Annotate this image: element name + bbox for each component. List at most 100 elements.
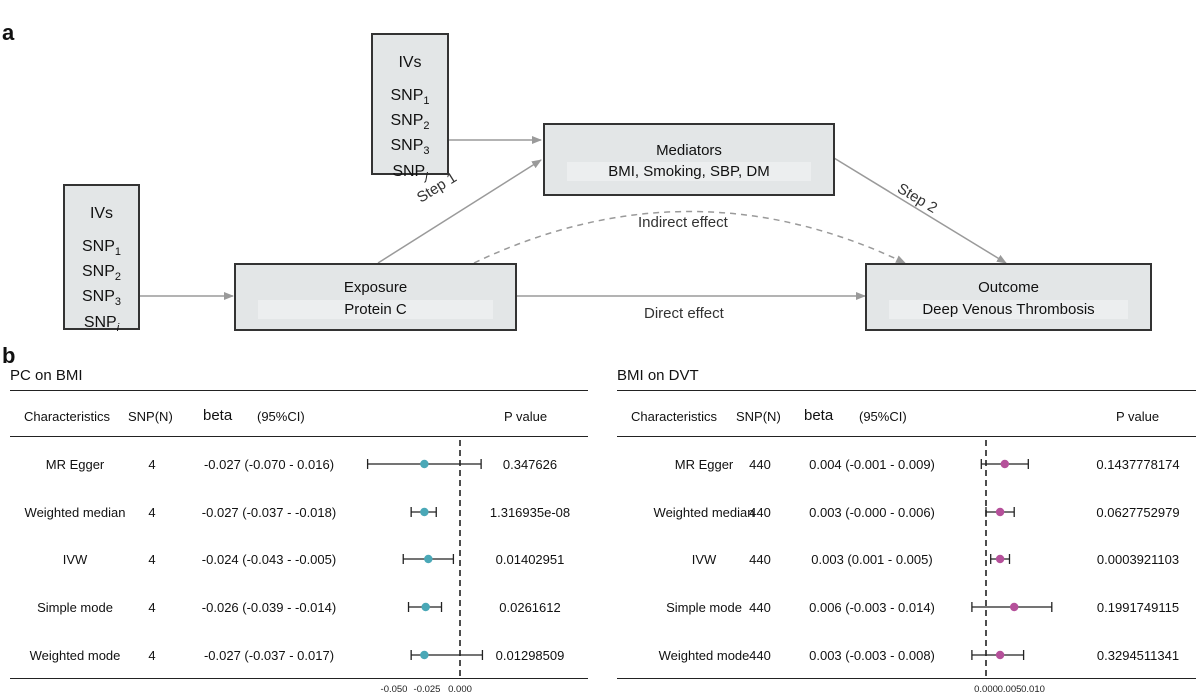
table-right-header-snp: SNP(N) <box>736 409 781 424</box>
forest-left-row-2 <box>402 554 455 564</box>
table-left-row-3-p: 0.0261612 <box>499 600 561 615</box>
forest-right-tick-label-0: 0.000 <box>974 684 998 695</box>
table-left-row-2-p: 0.01402951 <box>495 552 565 567</box>
table-right-header-ci: (95%CI) <box>859 409 907 424</box>
exposure-box: Exposure Protein C <box>234 263 517 331</box>
forest-left-row-3 <box>407 602 443 612</box>
point-estimate <box>1010 602 1019 612</box>
table-right-header-beta: beta <box>804 407 834 424</box>
table-left-row-1-method: Weighted median <box>24 505 126 520</box>
forest-right-tick-label-2: 0.010 <box>1021 684 1045 695</box>
table-left-header-snp: SNP(N) <box>128 409 173 424</box>
ivs-top-title: IVs <box>398 54 422 71</box>
table-left-header-ci: (95%CI) <box>257 409 305 424</box>
table-right-row-3-p: 0.1991749115 <box>1096 600 1180 615</box>
forest-left-row-4 <box>410 650 484 660</box>
table-right-row-0-method: MR Egger <box>674 457 734 472</box>
point-estimate <box>424 554 433 564</box>
table-right-row-3-ci: 0.006 (-0.003 - 0.014) <box>809 600 935 615</box>
table-right-row-0-p: 0.1437778174 <box>1096 457 1180 472</box>
table-right-row-3-method: Simple mode <box>666 600 742 615</box>
forest-right-tick-label-1: 0.005 <box>998 684 1022 695</box>
table-left-row-3-snp: 4 <box>148 600 156 615</box>
table-left-row-0-ci: -0.027 (-0.070 - 0.016) <box>203 457 335 472</box>
forest-left-tick-label-1: -0.025 <box>414 684 441 695</box>
table-right-row-0-ci: 0.004 (-0.001 - 0.009) <box>809 457 935 472</box>
mediators-subtitle: BMI, Smoking, SBP, DM <box>567 162 811 181</box>
ivs-left-box: IVs SNP1 SNP2 SNP3 SNPi <box>63 184 140 334</box>
table-left-header-p: P value <box>504 409 548 424</box>
table-left-row-2-snp: 4 <box>148 552 156 567</box>
ivs-top-snp-j: SNPj <box>392 162 428 183</box>
table-left-row-1-ci: -0.027 (-0.037 - -0.018) <box>201 505 337 520</box>
table-left-row-1-snp: 4 <box>148 505 156 520</box>
table-left-top-rule <box>10 390 588 391</box>
ivs-left-title: IVs <box>89 205 114 222</box>
forest-right-row-1 <box>985 507 1015 517</box>
arrow-indirect-effect <box>473 210 906 264</box>
point-estimate <box>995 507 1005 517</box>
table-right-header-p: P value <box>1116 409 1160 424</box>
table-left-row-2-method: IVW <box>62 552 88 567</box>
panel-b-label: b <box>2 343 16 368</box>
table-right-header-characteristics: Characteristics <box>631 409 717 424</box>
table-right-bottom-rule <box>617 678 1196 679</box>
table-left-row-0-snp: 4 <box>148 457 156 472</box>
table-right-row-1-snp: 440 <box>749 505 771 520</box>
table-left-title: PC on BMI <box>10 367 83 384</box>
point-estimate <box>1000 459 1009 469</box>
table-left-row-4-p: 0.01298509 <box>495 648 565 663</box>
table-right-row-4-p: 0.3294511341 <box>1096 648 1180 663</box>
ivs-left-snp-2: SNP2 <box>81 263 122 284</box>
edge-label-direct: Direct effect <box>644 305 724 322</box>
point-estimate <box>420 650 429 660</box>
table-left-bottom-rule <box>10 678 588 679</box>
mediators-box: Mediators BMI, Smoking, SBP, DM <box>543 123 835 196</box>
exposure-title: Exposure <box>343 279 408 296</box>
table-left-header-beta: beta <box>203 407 233 424</box>
table-right-row-0-snp: 440 <box>749 457 771 472</box>
table-left-row-4-method: Weighted mode <box>29 648 121 663</box>
outcome-subtitle: Deep Venous Thrombosis <box>889 300 1128 319</box>
point-estimate <box>995 554 1005 564</box>
ivs-left-snp-i: SNPi <box>83 313 120 334</box>
ivs-top-box: IVs SNP1 SNP2 SNP3 SNPj <box>371 33 449 183</box>
forest-left-tick-label-0: -0.050 <box>381 684 408 695</box>
table-left-row-0-p: 0.347626 <box>502 457 558 472</box>
table-right-row-2-ci: 0.003 (0.001 - 0.005) <box>811 552 933 567</box>
forest-right-row-0 <box>980 459 1029 469</box>
table-left-row-4-snp: 4 <box>148 648 156 663</box>
table-left-row-4-ci: -0.027 (-0.037 - 0.017) <box>203 648 335 663</box>
diagram-arrows <box>139 136 1007 300</box>
table-right-row-1-ci: 0.003 (-0.000 - 0.006) <box>809 505 935 520</box>
table-right-row-2-method: IVW <box>691 552 717 567</box>
ivs-top-snp-2: SNP2 <box>390 112 430 133</box>
outcome-title: Outcome <box>978 279 1039 296</box>
table-right-header-rule <box>617 436 1196 437</box>
table-left-row-1-p: 1.316935e-08 <box>489 505 571 520</box>
table-left-header-rule <box>10 436 588 437</box>
point-estimate <box>420 507 429 517</box>
panel-a-label: a <box>2 20 15 45</box>
outcome-box: Outcome Deep Venous Thrombosis <box>865 263 1152 331</box>
point-estimate <box>995 650 1005 660</box>
point-estimate <box>421 602 430 612</box>
table-right-row-1-p: 0.0627752979 <box>1096 505 1180 520</box>
table-right-row-3-snp: 440 <box>749 600 771 615</box>
edge-label-indirect: Indirect effect <box>638 214 728 231</box>
table-left-header-characteristics: Characteristics <box>24 409 110 424</box>
mediators-title: Mediators <box>656 142 722 159</box>
ivs-left-snp-1: SNP1 <box>81 238 122 259</box>
forest-right-row-2 <box>990 554 1011 564</box>
table-left-row-3-ci: -0.026 (-0.039 - -0.014) <box>201 600 337 615</box>
table-right-top-rule <box>617 390 1196 391</box>
arrow-step1 <box>377 159 542 264</box>
table-right-row-2-snp: 440 <box>749 552 771 567</box>
forest-left-row-1 <box>410 507 437 517</box>
table-right-row-2-p: 0.0003921103 <box>1096 552 1180 567</box>
forest-plot-left: -0.050 -0.025 0.000 <box>366 440 484 695</box>
table-right-title: BMI on DVT <box>617 367 699 384</box>
forest-right-row-3 <box>971 602 1053 612</box>
forest-left-tick-label-2: 0.000 <box>448 684 472 695</box>
